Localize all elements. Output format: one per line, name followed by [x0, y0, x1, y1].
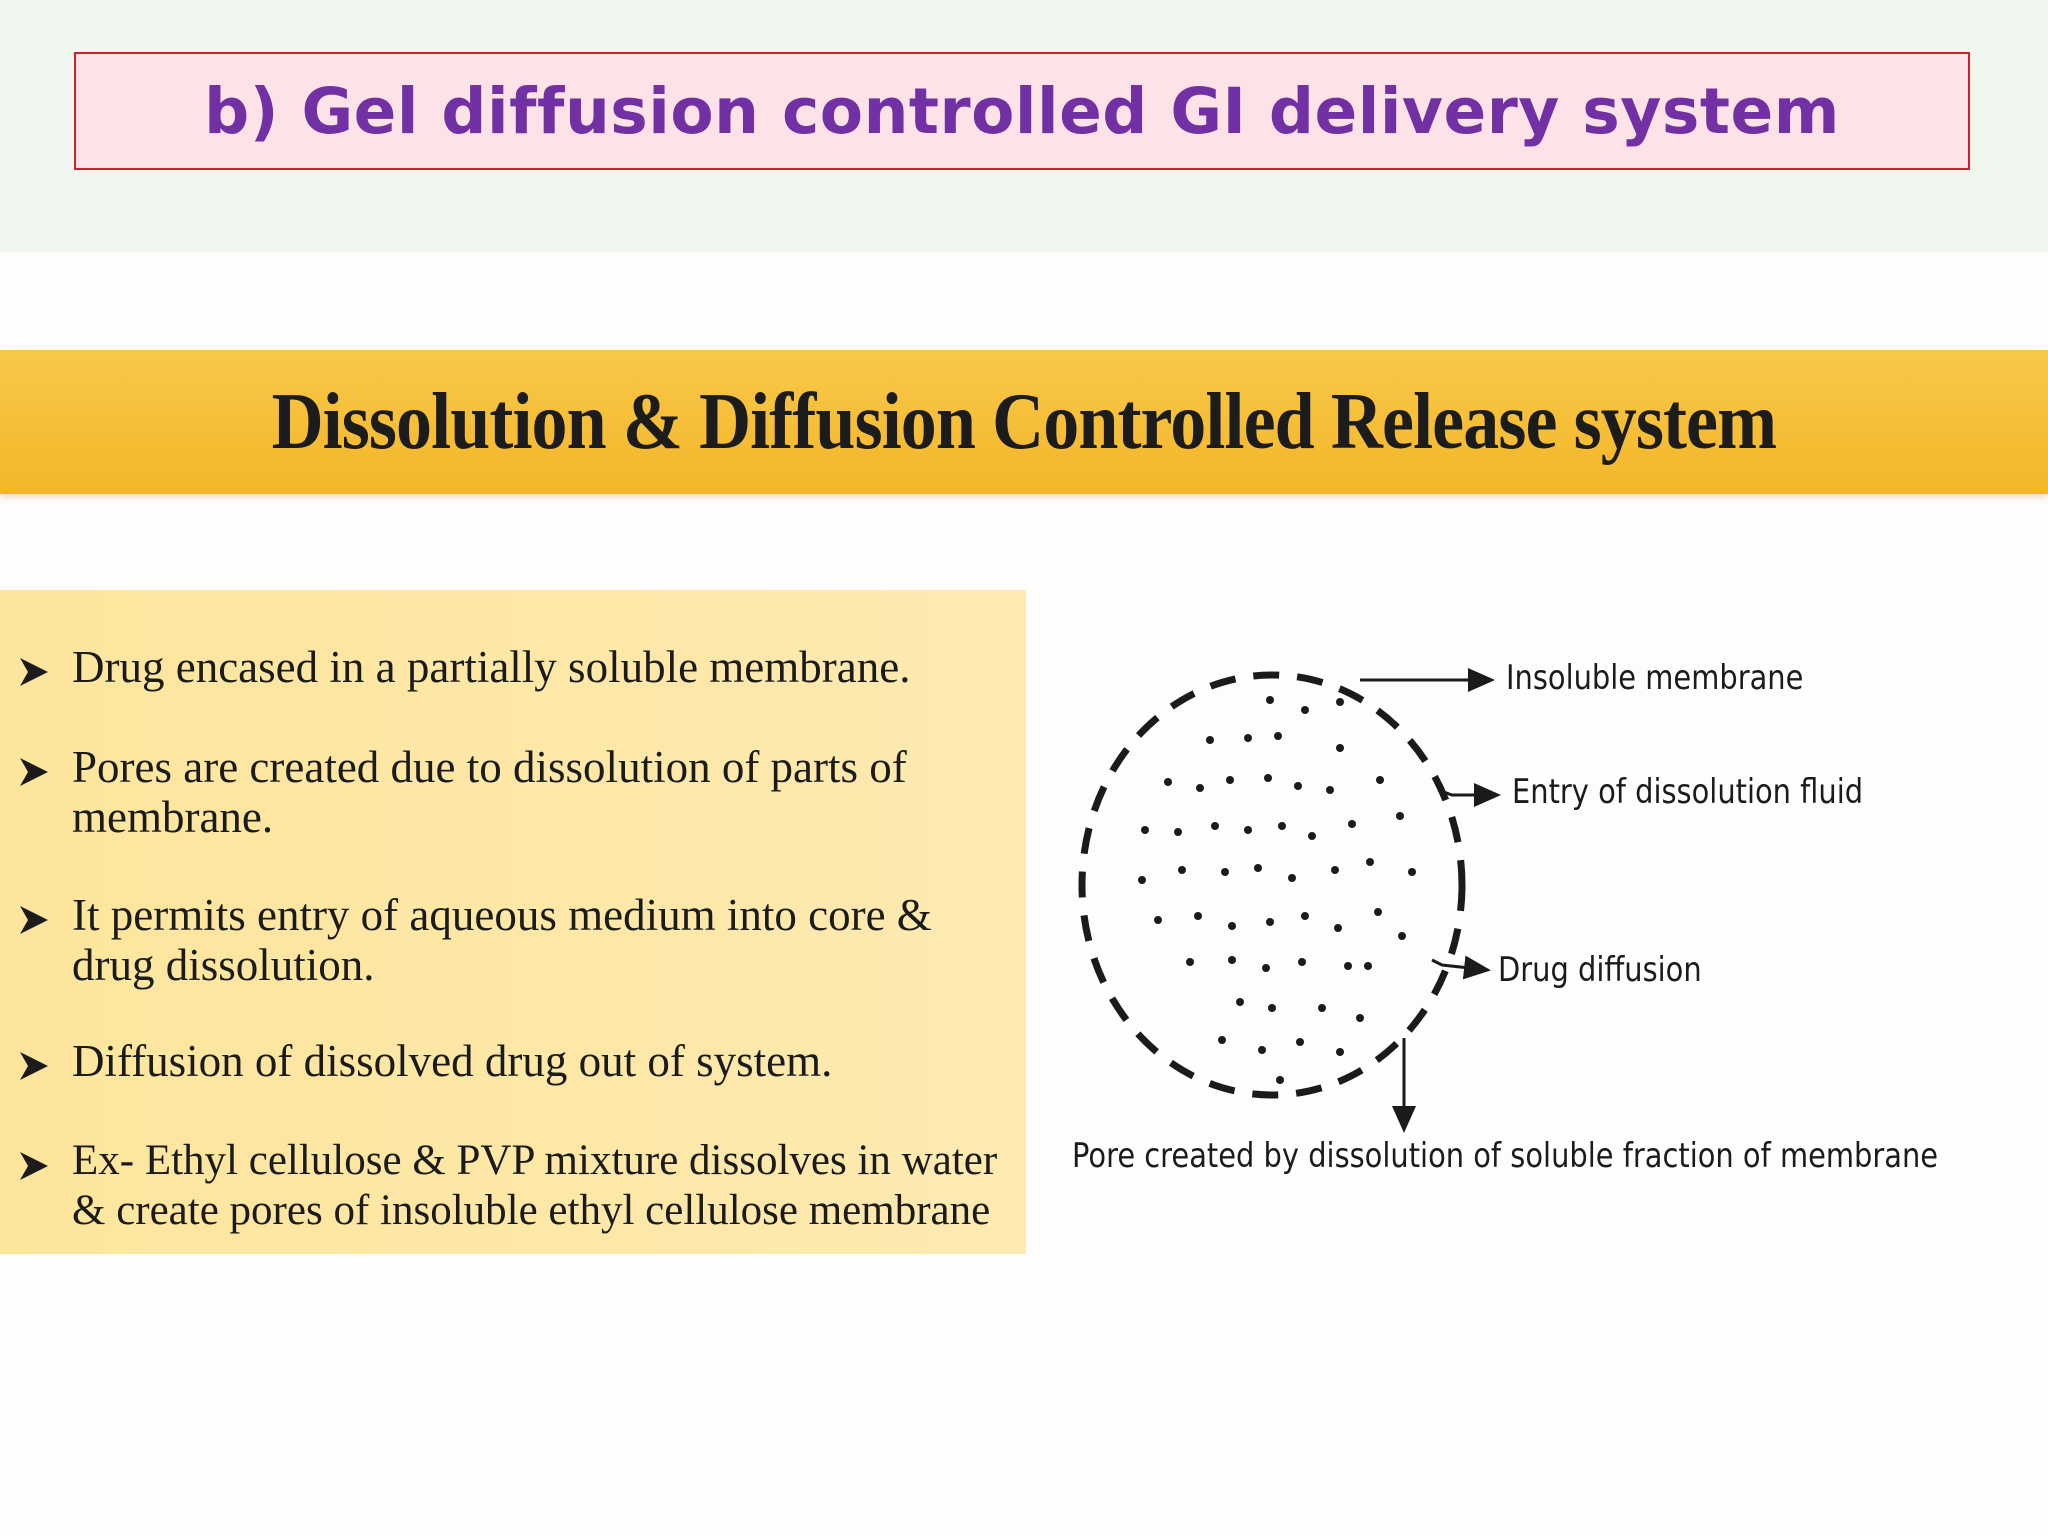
entry-fluid-arrow — [1437, 783, 1501, 807]
arrowhead-bullet-icon — [20, 1152, 48, 1180]
bullet-item: Diffusion of dissolved drug out of syste… — [14, 1036, 1032, 1086]
arrowhead-bullet-icon — [20, 758, 48, 786]
bullet-text: It permits entry of aqueous medium into … — [72, 890, 932, 990]
porous-membrane-circle — [1078, 671, 1466, 1099]
image-banner: Dissolution & Diffusion Controlled Relea… — [0, 350, 2048, 494]
label-pore-created: Pore created by dissolution of soluble f… — [1072, 1136, 1939, 1176]
bullet-text: Pores are created due to dissolution of … — [72, 742, 907, 842]
bullet-item: Drug encased in a partially soluble memb… — [14, 642, 1032, 692]
drug-particles — [1138, 696, 1416, 1084]
bullet-item: Ex- Ethyl cellulose & PVP mixture dissol… — [14, 1136, 1032, 1236]
slide-title-box: b) Gel diffusion controlled GI delivery … — [74, 52, 1970, 170]
membrane-diagram: Insoluble membrane Entry of dissolution … — [1040, 640, 2040, 1200]
bullet-text: Diffusion of dissolved drug out of syste… — [72, 1036, 833, 1086]
label-entry-of-dissolution-fluid: Entry of dissolution fluid — [1512, 772, 1864, 812]
arrowhead-bullet-icon — [20, 658, 48, 686]
drug-diffusion-arrow — [1431, 955, 1491, 980]
bullet-item: It permits entry of aqueous medium into … — [14, 890, 1012, 990]
banner-title: Dissolution & Diffusion Controlled Relea… — [271, 377, 1777, 466]
bullet-text: Drug encased in a partially soluble memb… — [72, 642, 911, 692]
label-drug-diffusion: Drug diffusion — [1498, 950, 1702, 990]
bullet-text: Ex- Ethyl cellulose & PVP mixture dissol… — [72, 1137, 998, 1234]
arrowhead-bullet-icon — [20, 906, 48, 934]
slide-title: b) Gel diffusion controlled GI delivery … — [204, 74, 1840, 148]
membrane-diagram-svg — [1078, 668, 1501, 1133]
label-insoluble-membrane: Insoluble membrane — [1506, 658, 1804, 698]
bullet-item: Pores are created due to dissolution of … — [14, 742, 932, 842]
bullet-panel: Drug encased in a partially soluble memb… — [0, 590, 1026, 1254]
arrowhead-bullet-icon — [20, 1052, 48, 1080]
